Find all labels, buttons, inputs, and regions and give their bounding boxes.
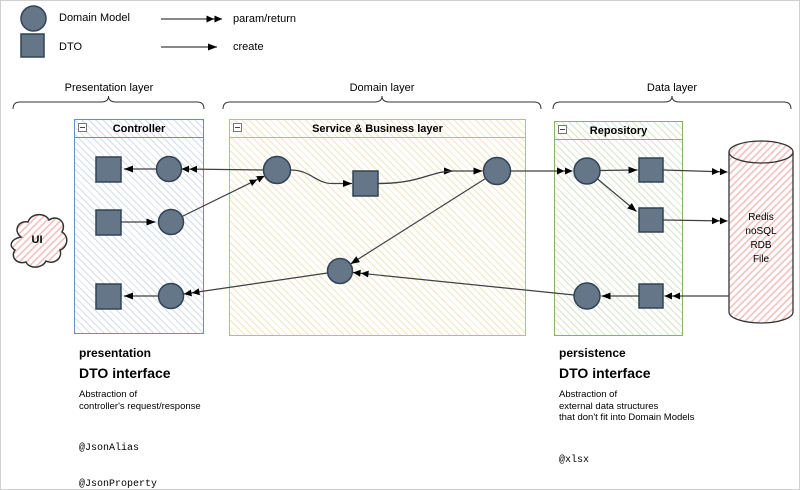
controller-row2-domain-model xyxy=(157,208,185,236)
presentation-layer-brace xyxy=(12,95,205,110)
repository-return-domain-model xyxy=(573,282,601,310)
edge-service-circle-to-mid-circle xyxy=(350,177,486,265)
edge-service-dto-to-circle xyxy=(378,167,483,185)
note-subtitle: DTO interface xyxy=(79,365,171,381)
ui-cloud xyxy=(10,213,68,268)
edge-controller-to-service-param xyxy=(181,175,265,218)
persistence-note: persistence DTO interface Abstraction of… xyxy=(559,346,779,489)
database-cylinder xyxy=(728,140,794,324)
note-title: presentation xyxy=(79,346,152,360)
controller-header: Controller xyxy=(75,120,203,138)
controller-title: Controller xyxy=(112,122,166,135)
edge-repository-to-service-return xyxy=(352,269,575,296)
presentation-note: presentation DTO interface Abstraction o… xyxy=(79,347,279,490)
controller-row3-domain-model xyxy=(157,282,185,310)
database-labels: Redis noSQL RDB File xyxy=(729,211,793,267)
collapse-icon[interactable] xyxy=(78,123,87,132)
controller-row1-domain-model xyxy=(155,155,183,183)
edge-repo-circle-to-dto1 xyxy=(599,166,638,174)
presentation-layer-label: Presentation layer xyxy=(64,82,154,94)
collapse-icon[interactable] xyxy=(233,123,242,132)
edge-service-to-controller-row3-return xyxy=(183,272,328,297)
service-input-domain-model xyxy=(262,155,292,185)
edge-repo-circle-to-dto2 xyxy=(596,178,637,212)
edge-service-circle-to-dto xyxy=(290,169,352,187)
note-subtitle: DTO interface xyxy=(559,365,651,381)
controller-row2-dto xyxy=(95,209,122,236)
repository-dto-1 xyxy=(638,157,664,183)
repository-title: Repository xyxy=(589,124,648,137)
note-code: @JsonAlias @JsonProperty swagger validat… xyxy=(79,443,158,490)
domain-layer-brace xyxy=(222,95,542,110)
domain-layer-label: Domain layer xyxy=(349,82,415,94)
service-container: Service & Business layer xyxy=(229,119,526,336)
service-output-domain-model xyxy=(482,156,512,186)
legend-domain-model-shape xyxy=(20,5,47,32)
repository-return-dto xyxy=(638,283,664,309)
db-line: File xyxy=(752,254,770,265)
legend-dto-shape xyxy=(20,33,45,58)
legend-param-return-label: param/return xyxy=(233,13,296,25)
repository-header: Repository xyxy=(555,122,682,140)
service-title: Service & Business layer xyxy=(312,122,443,135)
repository-domain-model xyxy=(573,157,601,185)
note-description: Abstraction of controller's request/resp… xyxy=(79,389,201,412)
note-title: persistence xyxy=(559,346,626,360)
db-line: Redis xyxy=(748,212,774,223)
legend-dto-label: DTO xyxy=(59,41,83,53)
note-description: Abstraction of external data structures … xyxy=(559,389,695,423)
controller-row1-dto xyxy=(95,156,122,183)
db-line: noSQL xyxy=(745,226,777,237)
service-header: Service & Business layer xyxy=(230,120,525,138)
data-layer-brace xyxy=(552,95,792,110)
db-line: RDB xyxy=(750,240,772,251)
service-dto xyxy=(352,170,379,197)
service-return-domain-model xyxy=(326,257,354,285)
edge-service-to-controller-return xyxy=(181,165,264,173)
repository-dto-2 xyxy=(638,207,664,233)
legend-domain-model-label: Domain Model xyxy=(59,12,130,24)
edge-dto1-to-database xyxy=(663,168,728,176)
ui-cloud-label: UI xyxy=(31,234,43,246)
controller-row3-dto xyxy=(95,283,122,310)
legend-create-label: create xyxy=(233,41,264,53)
note-code: @xlsx @redis @query @JsonProperty MyBati… xyxy=(559,454,590,466)
edge-dto2-to-database xyxy=(663,217,728,225)
collapse-icon[interactable] xyxy=(558,125,567,134)
data-layer-label: Data layer xyxy=(646,82,698,94)
